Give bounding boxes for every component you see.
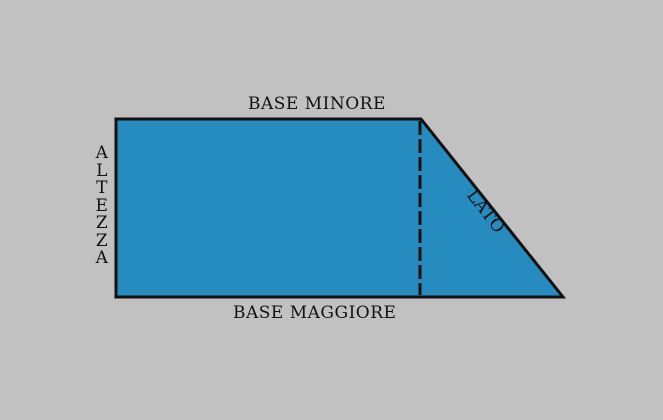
base-minore-label: BASE MINORE (248, 94, 386, 114)
trapezoid-shape (114, 117, 567, 299)
base-maggiore-label: BASE MAGGIORE (233, 303, 397, 323)
altezza-label: ALTEZZA (95, 143, 109, 268)
